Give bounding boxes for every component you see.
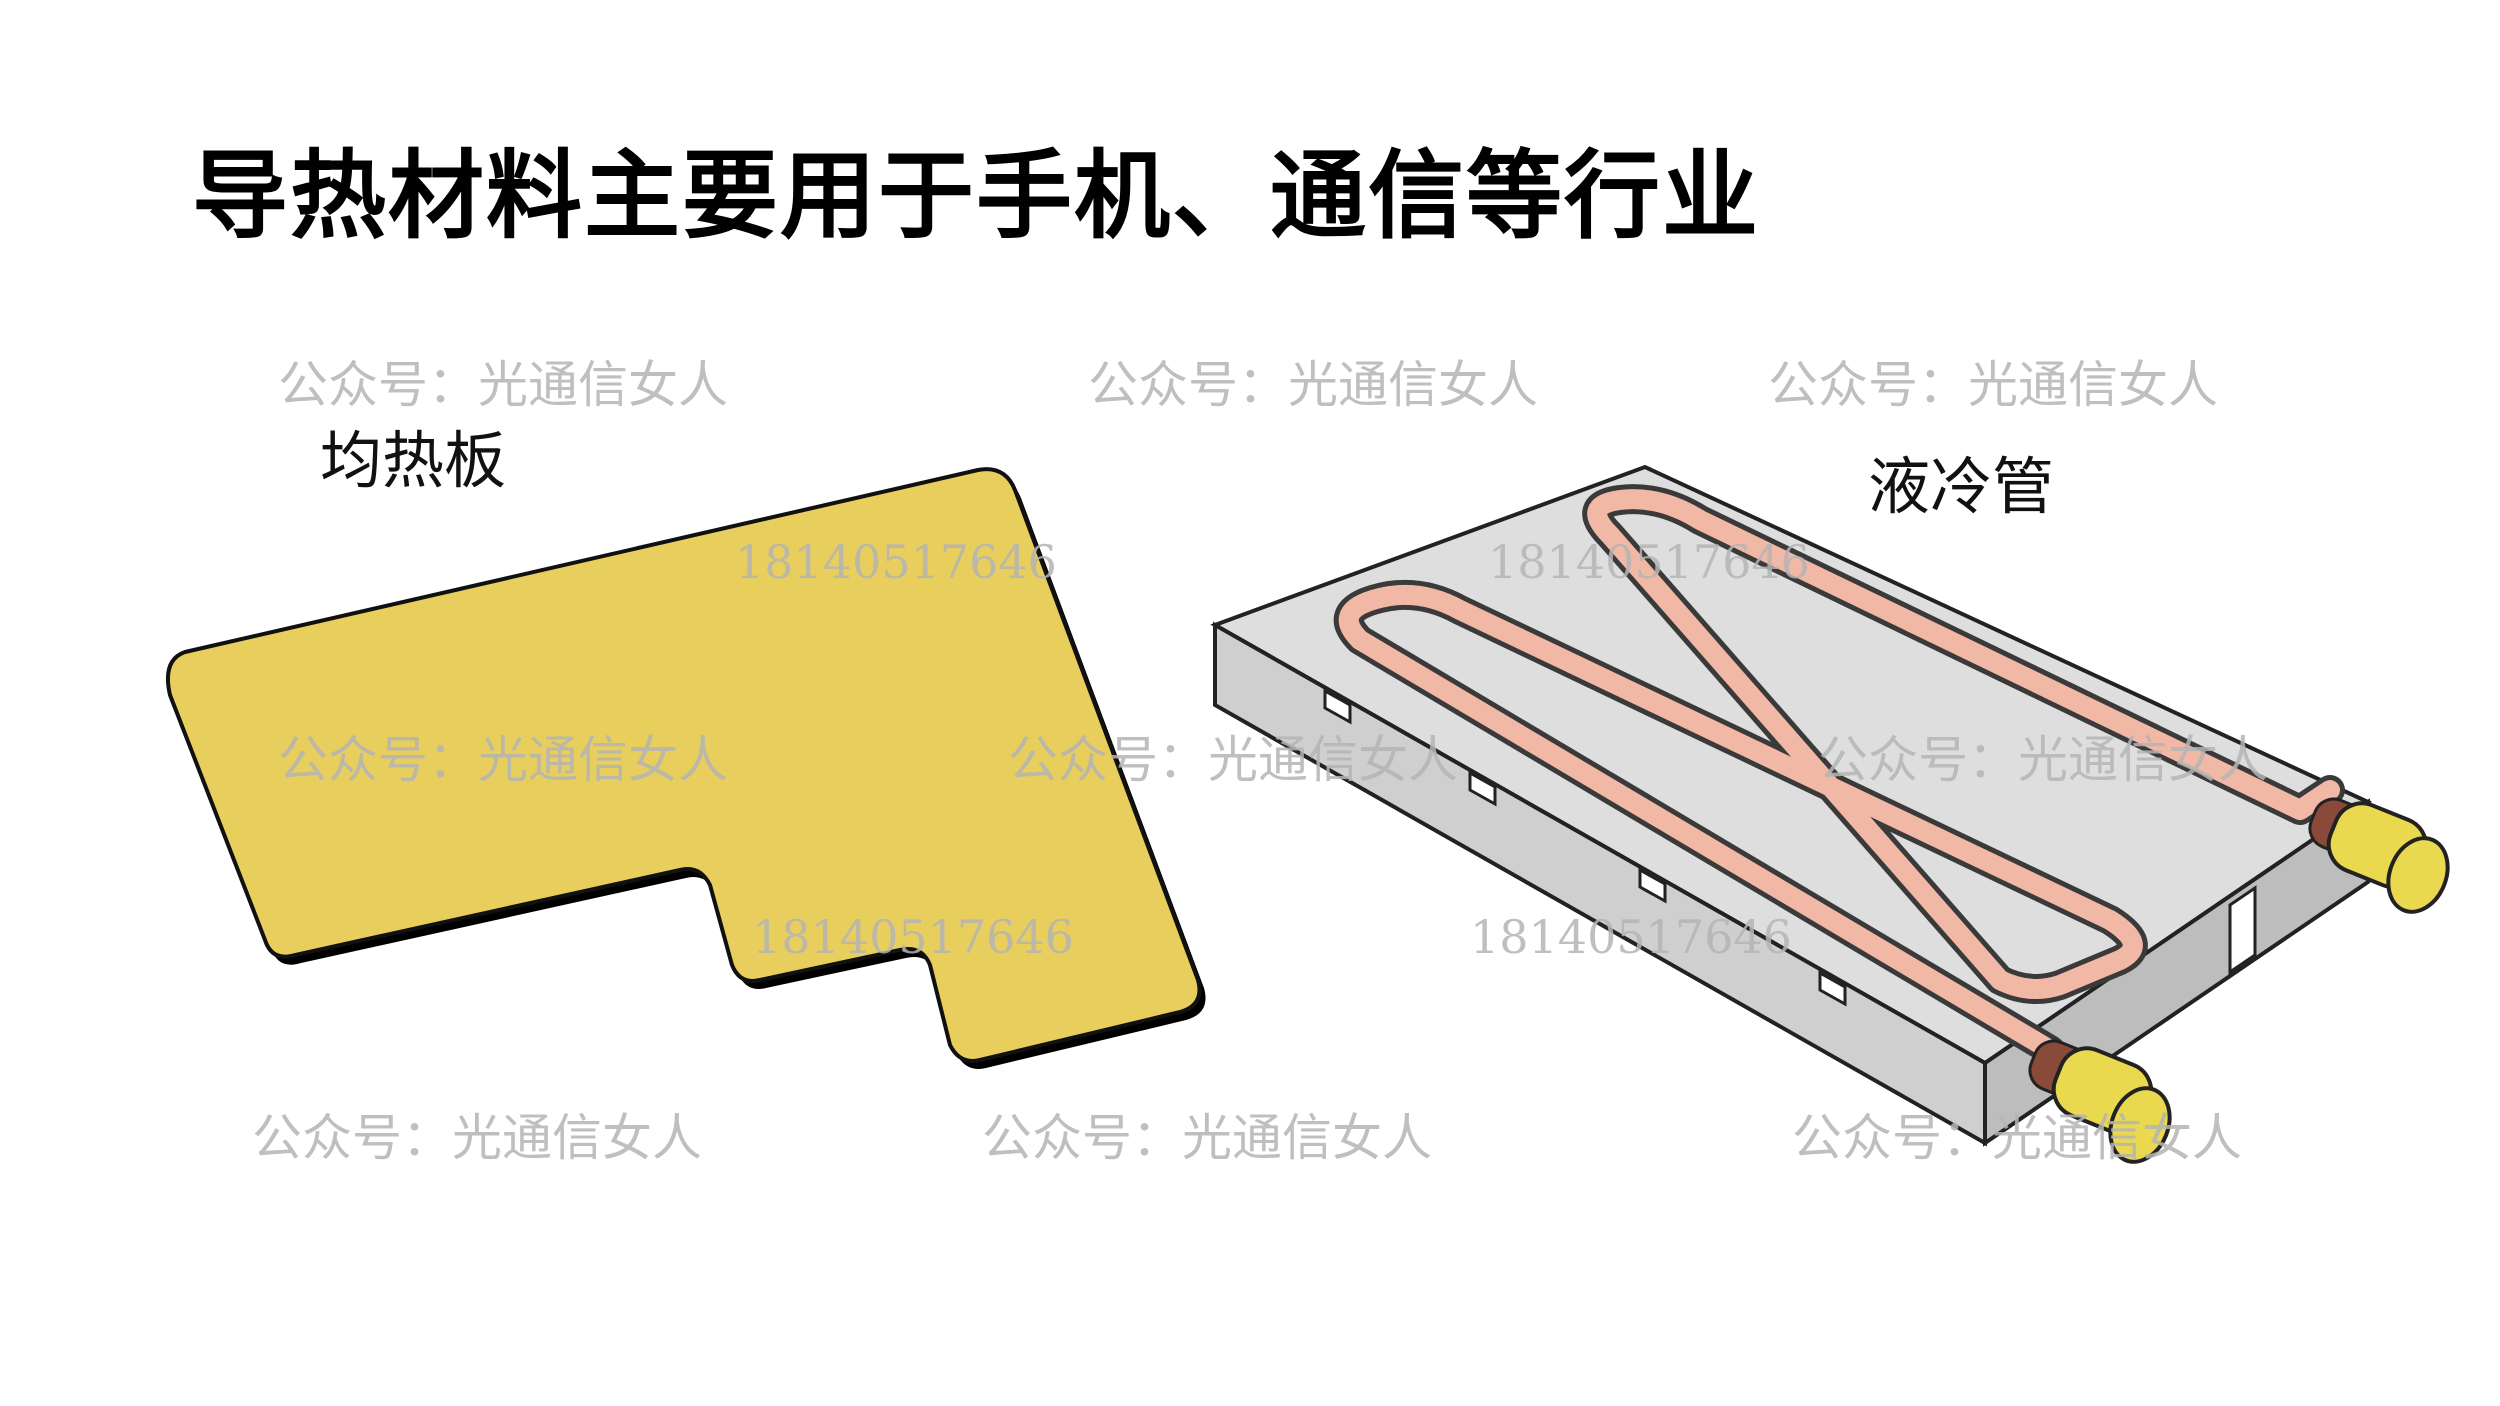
pipe-connector-bottom (2028, 1039, 2172, 1164)
watermark-account: 公众号：光通信女人 (1088, 356, 1538, 414)
vapor-chamber-illustration (165, 467, 1206, 1070)
slide-title: 导热材料主要用于手机、通信等行业 (192, 140, 1760, 252)
watermark-account: 公众号：光通信女人 (982, 1109, 1432, 1167)
cold-plate-illustration (1210, 464, 2450, 1164)
watermark-phone: 18140517646 (752, 910, 1074, 964)
liquid-cooling-label: 液冷管 (1868, 450, 2055, 523)
pipe-connector-top (2308, 797, 2450, 914)
vapor-chamber-label: 均热板 (320, 424, 507, 497)
watermark-account: 公众号：光通信女人 (252, 1109, 702, 1167)
watermark-account: 公众号：光通信女人 (1792, 1109, 2242, 1167)
watermark-account: 公众号：光通信女人 (1818, 731, 2268, 789)
watermark-phone: 18140517646 (1488, 535, 1810, 589)
watermark-account: 公众号：光通信女人 (1008, 731, 1458, 789)
watermark-account: 公众号：光通信女人 (1768, 356, 2218, 414)
watermark-account: 公众号：光通信女人 (278, 731, 728, 789)
watermark-phone: 18140517646 (1470, 910, 1792, 964)
watermark-account: 公众号：光通信女人 (278, 356, 728, 414)
watermark-phone: 18140517646 (735, 535, 1057, 589)
